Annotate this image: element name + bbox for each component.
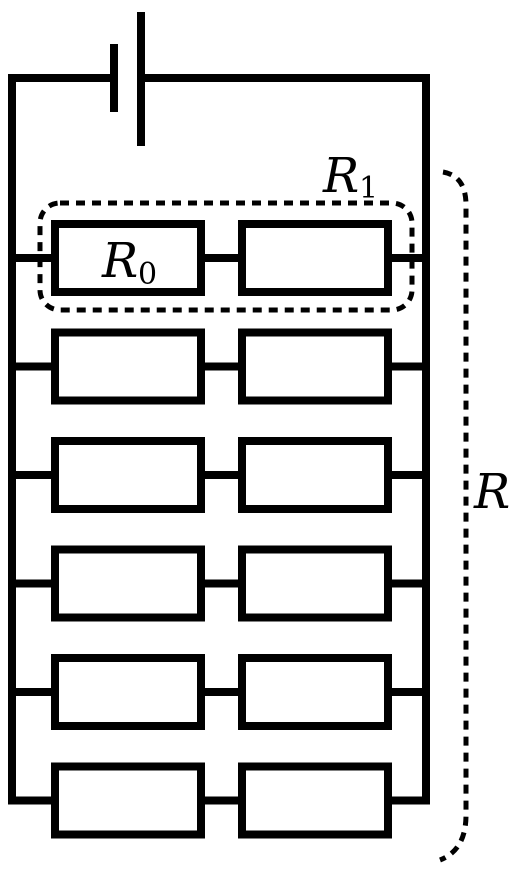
resistor <box>51 762 205 839</box>
resistor <box>238 328 392 405</box>
label-r1-sub: 1 <box>359 171 378 206</box>
parallel-branches <box>8 220 430 839</box>
label-r0-sub: 0 <box>138 257 157 292</box>
label-r1: R 1 <box>322 148 378 206</box>
resistor <box>238 220 392 296</box>
label-r1-main: R <box>322 148 359 204</box>
branch-6 <box>8 762 430 839</box>
label-r-total: R <box>473 464 510 520</box>
resistor <box>238 654 392 730</box>
label-r0-main: R <box>101 233 138 289</box>
label-r0: R 0 <box>101 233 157 292</box>
resistor <box>238 437 392 513</box>
resistor <box>51 545 205 622</box>
resistor <box>51 328 205 405</box>
resistor <box>51 654 205 730</box>
resistor <box>238 762 392 839</box>
outer-wires <box>8 74 430 804</box>
branch-4 <box>8 545 430 622</box>
r1-group-outline <box>37 200 415 313</box>
resistor <box>51 220 205 296</box>
branch-1 <box>8 220 430 296</box>
resistor <box>238 545 392 622</box>
branch-3 <box>8 437 430 513</box>
battery <box>110 12 145 146</box>
branch-2 <box>8 328 430 405</box>
branch-5 <box>8 654 430 730</box>
resistor <box>51 437 205 513</box>
r-total-brace <box>438 169 469 863</box>
